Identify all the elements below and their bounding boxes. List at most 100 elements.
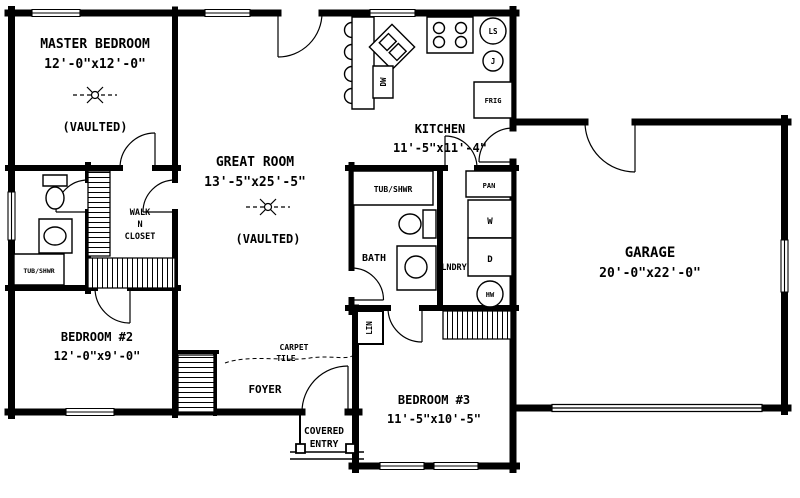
carpet-label: CARPET <box>280 343 309 352</box>
foyer-closet <box>178 355 214 412</box>
bedroom2-dims: 12'-0"x9'-0" <box>54 349 141 363</box>
room-labels: MASTER BEDROOM 12'-0"x12'-0" (VAULTED) G… <box>40 37 701 450</box>
toilet-tank <box>43 175 67 186</box>
ceiling-fan-icon <box>246 199 290 215</box>
walk-in-closet-door <box>143 180 175 212</box>
bedroom3-closet <box>443 311 511 339</box>
covered-entry-label-1: COVERED <box>304 426 344 437</box>
great-room-note: (VAULTED) <box>235 232 300 246</box>
bath-label: BATH <box>362 253 386 264</box>
wic-shelf-strip <box>88 171 110 256</box>
fridge-box <box>474 82 512 118</box>
window <box>434 463 478 470</box>
pantry-label: PAN <box>483 182 496 190</box>
door-arc <box>143 180 175 212</box>
pantry-box <box>466 171 512 197</box>
foyer-label: FOYER <box>248 383 281 396</box>
toilet-bowl-icon <box>399 214 421 234</box>
kitchen-label: KITCHEN <box>415 122 466 136</box>
toilet-bowl-icon <box>46 187 64 209</box>
master-tub-shower <box>14 254 64 285</box>
window <box>205 10 250 17</box>
laundry-fixtures <box>466 171 512 307</box>
lazy-susan-label: LS <box>488 27 498 36</box>
door-arc <box>95 288 130 323</box>
door-swings <box>56 13 635 412</box>
window <box>66 409 114 416</box>
front-door <box>302 366 348 412</box>
back-door <box>278 13 322 57</box>
window <box>380 463 424 470</box>
wic-bottom-shelf <box>88 258 175 288</box>
master-tub-label: TUB/SHWR <box>23 267 54 275</box>
wic-label-3: CLOSET <box>125 232 156 242</box>
great-room-label: GREAT ROOM <box>216 155 294 170</box>
windows <box>8 10 788 470</box>
bath-fixtures <box>353 171 436 290</box>
door-arc <box>278 13 322 57</box>
ceiling-fan-icon <box>73 87 117 103</box>
range-icon <box>427 17 473 53</box>
water-heater-label: HW <box>486 291 495 299</box>
entry-post <box>296 444 305 453</box>
master-bedroom-note: (VAULTED) <box>62 120 127 134</box>
wic-label-1: WALK <box>130 208 151 218</box>
covered-entry-structure <box>290 412 364 459</box>
hall-to-garage-door <box>479 128 513 162</box>
door-arc <box>352 268 384 300</box>
fridge-label: FRIG <box>485 97 502 105</box>
kitchen-sink-icon <box>369 24 414 69</box>
closet-shelving <box>88 171 511 412</box>
bedroom3-door <box>388 308 422 342</box>
linen-closet <box>357 311 383 344</box>
garage-label: GARAGE <box>625 245 676 261</box>
bedroom2-label: BEDROOM #2 <box>61 330 133 344</box>
linen-label: LIN <box>365 321 374 335</box>
water-heater-icon <box>477 281 503 307</box>
lazy-susan-icon <box>480 18 506 44</box>
master-bedroom-label: MASTER BEDROOM <box>40 37 150 52</box>
carpet-tile-divider <box>225 356 352 363</box>
dryer-label: D <box>487 255 493 265</box>
laundry-door <box>445 136 477 168</box>
junction-label: J <box>491 57 496 66</box>
door-arc <box>479 128 513 162</box>
door-arc <box>302 366 348 412</box>
window <box>32 10 80 17</box>
kitchen-dims: 11'-5"x11'-4" <box>393 141 487 155</box>
window <box>370 10 415 17</box>
tile-label: TILE <box>276 354 295 363</box>
window <box>8 192 15 240</box>
wic-label-2: N <box>137 220 142 230</box>
door-arc <box>445 136 477 168</box>
door-arc <box>585 122 635 172</box>
covered-entry-label-2: ENTRY <box>310 439 339 450</box>
washer-label: W <box>487 217 493 227</box>
junction-circle-icon <box>483 51 503 71</box>
door-arc <box>388 308 422 342</box>
garage-dims: 20'-0"x22'-0" <box>599 266 701 281</box>
bath-tub-shower <box>353 171 433 205</box>
bedroom3-label: BEDROOM #3 <box>398 393 470 407</box>
bedroom3-dims: 11'-5"x10'-5" <box>387 412 481 426</box>
fixture-labels: TUB/SHWR TUB/SHWR PAN W D HW FRIG LS J L… <box>23 27 501 335</box>
garage-entry-door <box>585 122 635 172</box>
bath-tub-label: TUB/SHWR <box>374 185 413 194</box>
dryer-box <box>468 238 512 276</box>
master-bath-fixtures <box>14 175 72 285</box>
toilet-tank <box>423 210 436 238</box>
sink-icon <box>405 256 427 278</box>
dishwasher-box <box>373 66 393 98</box>
sink-icon <box>44 227 66 245</box>
bath-door <box>352 268 384 300</box>
master-bedroom-dims: 12'-0"x12'-0" <box>44 57 146 72</box>
great-room-dims: 13'-5"x25'-5" <box>204 175 306 190</box>
garage-door <box>552 405 762 412</box>
dishwasher-label: DW <box>379 77 388 87</box>
window <box>781 240 788 292</box>
kitchen-fixtures <box>345 17 513 118</box>
door-arc <box>120 133 155 168</box>
master-bedroom-door <box>120 133 155 168</box>
